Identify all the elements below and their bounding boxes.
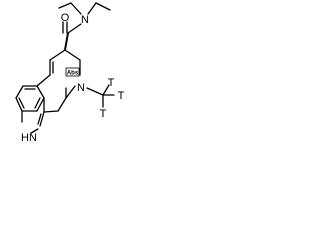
wedge-bond-c8 (64, 33, 69, 50)
bond-benzene-2 (15, 85, 24, 99)
atom-label-tritium-1: T (108, 77, 115, 89)
bond-amide-cn (67, 23, 82, 34)
bond-ethyl-a2 (70, 2, 82, 15)
bond-n-methyl (86, 87, 104, 96)
abs-stereo-flag: Abs (67, 70, 79, 76)
bond-ring-c-3 (43, 110, 59, 113)
bond-benzene-5 (36, 97, 45, 112)
abs-stereo-box (65, 67, 80, 77)
bond-pyrrole-5 (30, 128, 39, 134)
atom-label-amide-n: N (81, 14, 89, 26)
bond-ring-d-1 (49, 49, 66, 61)
bond-ring-d-2 (64, 49, 81, 61)
atom-label-tritium-3: T (100, 108, 107, 120)
atom-label-indole-nh: HN (21, 132, 37, 144)
bond-benzene-dbl-3 (34, 97, 41, 109)
bond-benzene-3 (15, 97, 23, 112)
bond-ethyl-a (58, 2, 72, 9)
bond-benzene-6 (36, 85, 45, 99)
bond-pyrrole-3 (37, 113, 42, 125)
bond-ring-c-2 (57, 97, 67, 112)
bond-ethyl-b (95, 2, 111, 11)
molecule-diagram: Abs N O N HN T T T (15, 2, 125, 144)
bond-ring-c-1 (36, 74, 51, 87)
bond-ethyl-b2 (87, 2, 97, 15)
atom-label-ring-n: N (77, 82, 85, 94)
bond-ring-d-4 (65, 85, 76, 99)
bond-pyrrole-2 (39, 111, 45, 127)
atom-label-tritium-2: T (118, 90, 125, 102)
structure-canvas: Abs N O N HN T T T (0, 0, 131, 156)
atom-label-carbonyl-o: O (61, 12, 70, 24)
bond-benzene-dbl-2 (18, 97, 25, 109)
bond-ct3-up (102, 84, 110, 96)
